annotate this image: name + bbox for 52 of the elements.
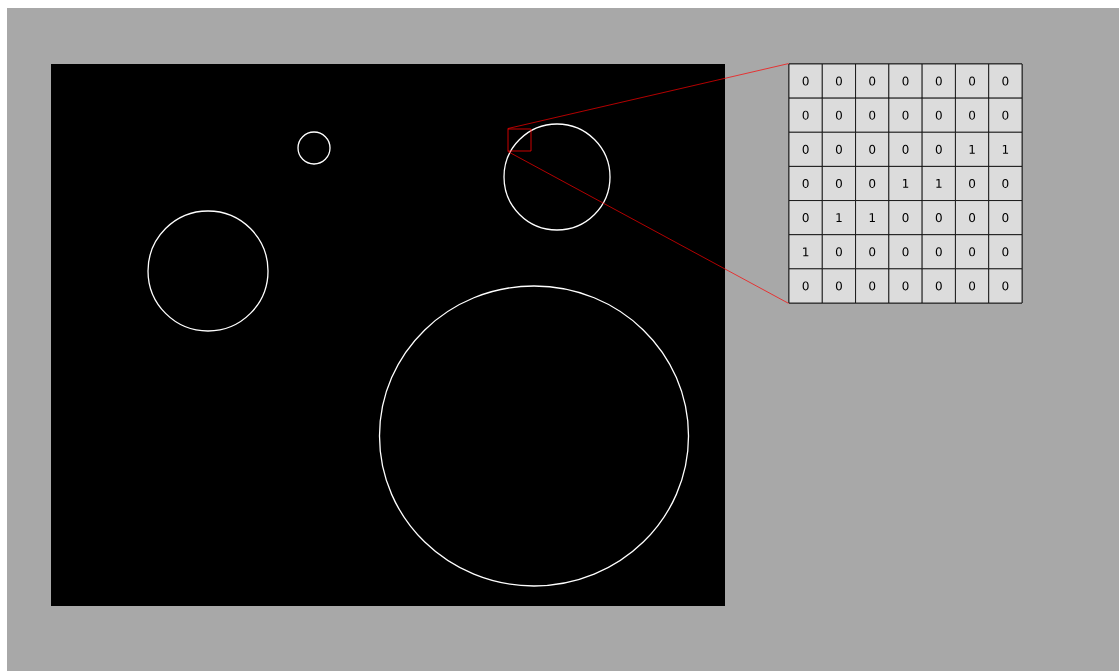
table-cell: 1 [788, 234, 823, 270]
table-cell: 0 [988, 200, 1023, 236]
table-cell: 0 [955, 63, 990, 99]
zoom-square [507, 128, 532, 152]
table-cell: 0 [855, 97, 890, 133]
table-cell: 0 [821, 97, 856, 133]
table-cell: 1 [888, 166, 923, 201]
table-cell: 1 [988, 131, 1023, 167]
table-cell: 0 [788, 63, 823, 99]
table-cell: 0 [888, 200, 923, 236]
table-cell: 1 [955, 131, 990, 167]
table-cell: 0 [855, 166, 890, 201]
table-cell: 0 [921, 131, 956, 167]
table-cell: 0 [788, 97, 823, 133]
table-cell: 1 [921, 166, 956, 201]
table-cell: 0 [988, 166, 1023, 201]
table-cell: 0 [821, 234, 856, 270]
table-cell: 0 [921, 234, 956, 270]
table-cell: 0 [921, 268, 956, 304]
leader-line [507, 63, 789, 129]
table-cell: 0 [988, 268, 1023, 304]
table-cell: 0 [788, 166, 823, 201]
table-cell: 0 [955, 234, 990, 270]
table-cell: 0 [888, 63, 923, 99]
table-cell: 0 [988, 63, 1023, 99]
table-cell: 0 [821, 166, 856, 201]
table-cell: 0 [888, 268, 923, 304]
table-cell: 0 [888, 131, 923, 167]
table-cell: 0 [955, 200, 990, 236]
table-cell: 0 [821, 268, 856, 304]
table-cell: 0 [788, 131, 823, 167]
table-cell: 0 [921, 97, 956, 133]
table-cell: 0 [888, 234, 923, 270]
table-cell: 0 [888, 97, 923, 133]
table-cell: 0 [821, 131, 856, 167]
leader-line [507, 151, 789, 304]
table-cell: 0 [921, 63, 956, 99]
table-cell: 1 [821, 200, 856, 236]
table-cell: 0 [921, 200, 956, 236]
table-cell: 0 [855, 63, 890, 99]
table-cell: 0 [955, 166, 990, 201]
table-cell: 0 [955, 97, 990, 133]
table-cell: 0 [821, 63, 856, 99]
table-cell: 0 [988, 97, 1023, 133]
table-cell: 0 [855, 131, 890, 167]
table-cell: 0 [855, 268, 890, 304]
table-cell: 1 [855, 200, 890, 236]
table-cell: 0 [955, 268, 990, 304]
table-cell: 0 [788, 268, 823, 304]
table-cell: 0 [988, 234, 1023, 270]
table-cell: 0 [855, 234, 890, 270]
table-cell: 0 [788, 200, 823, 236]
